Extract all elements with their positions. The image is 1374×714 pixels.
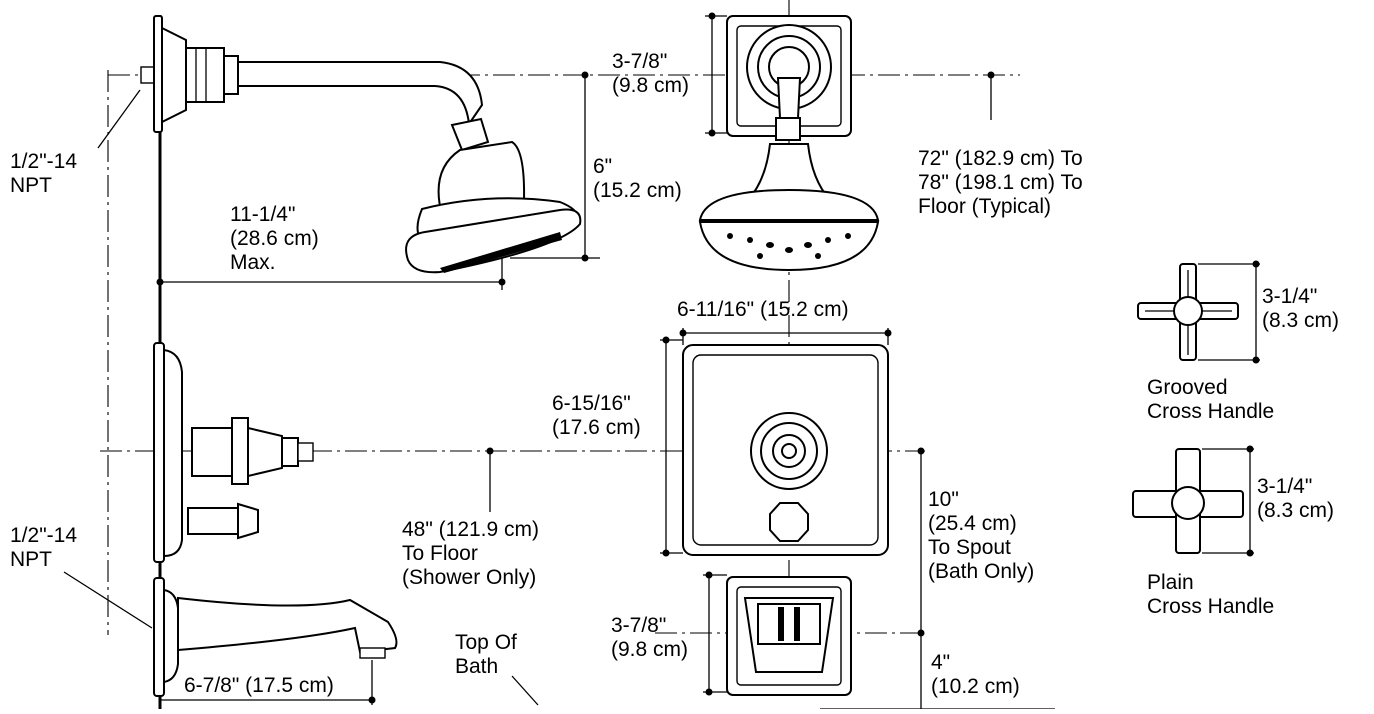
plain-handle-name-label: Plain Cross Handle xyxy=(1147,571,1274,619)
label-line: (9.8 cm) xyxy=(612,74,690,97)
label-line: Max. xyxy=(230,251,276,274)
label-line: 10" xyxy=(928,488,959,511)
spout-flange-size-label: 3-7/8" (9.8 cm) xyxy=(611,614,688,662)
top-of-bath-label: Top Of Bath xyxy=(455,631,517,679)
shower-height-label: 72" (182.9 cm) To 78" (198.1 cm) To Floo… xyxy=(918,147,1083,219)
label-line: 6-15/16" xyxy=(552,392,631,415)
shower-side-view xyxy=(140,15,582,274)
label-line: (17.6 cm) xyxy=(552,416,641,439)
label-line: NPT xyxy=(10,174,52,197)
valve-side-view xyxy=(153,342,314,563)
label-line: 3-1/4" xyxy=(1262,285,1318,308)
spout-side-view xyxy=(153,577,398,697)
label-line: NPT xyxy=(10,548,52,571)
label-line: (Shower Only) xyxy=(402,566,537,589)
label-line: (15.2 cm) xyxy=(593,179,682,202)
label-line: 4" xyxy=(931,651,951,674)
grooved-handle-name-label: Grooved Cross Handle xyxy=(1147,376,1274,424)
label-line: Floor (Typical) xyxy=(918,195,1052,218)
label-line: Plain xyxy=(1147,571,1194,594)
spout-above-bath-label: 4" (10.2 cm) xyxy=(931,651,1020,699)
label-line: 3-7/8" xyxy=(611,614,667,637)
label-line: Cross Handle xyxy=(1147,595,1275,618)
label-line: (8.3 cm) xyxy=(1262,309,1340,332)
grooved-handle-size-label: 3-1/4" (8.3 cm) xyxy=(1262,285,1339,333)
valve-plate-height-label: 6-15/16" (17.6 cm) xyxy=(552,392,641,440)
label-line: Grooved xyxy=(1147,376,1228,399)
label-line: (Bath Only) xyxy=(928,560,1035,583)
valve-to-spout-label: 10" (25.4 cm) To Spout (Bath Only) xyxy=(928,488,1034,584)
label-line: (10.2 cm) xyxy=(931,675,1020,698)
label-line: 3-7/8" xyxy=(612,50,668,73)
label-line: Top Of xyxy=(455,631,517,654)
label-line: 3-1/4" xyxy=(1257,475,1313,498)
dimension-dots xyxy=(156,12,1260,704)
grooved-cross-handle xyxy=(1137,263,1239,361)
label-line: 6-11/16" (15.2 cm) xyxy=(677,298,849,321)
label-line: Bath xyxy=(455,655,499,678)
label-line: 6" xyxy=(593,155,613,178)
label-line: 48" (121.9 cm) xyxy=(402,518,540,541)
label-line: To Floor xyxy=(402,542,478,565)
dimension-lines xyxy=(63,15,1260,710)
label-line: 72" (182.9 cm) To xyxy=(918,147,1083,170)
shower-arm-projection-label: 11-1/4" (28.6 cm) Max. xyxy=(230,203,319,275)
label-line: (28.6 cm) xyxy=(230,227,319,250)
plain-cross-handle xyxy=(1132,448,1244,554)
label-line: 6-7/8" (17.5 cm) xyxy=(184,674,334,697)
label-line: 1/2"-14 xyxy=(10,150,77,173)
label-line: 11-1/4" xyxy=(230,203,296,226)
label-line: (8.3 cm) xyxy=(1257,499,1335,522)
spout-inlet-pipe-label: 1/2"-14 NPT xyxy=(10,524,77,572)
spout-front-view xyxy=(726,576,852,696)
valve-front-view xyxy=(682,344,889,556)
shower-drop-label: 6" (15.2 cm) xyxy=(593,155,682,203)
label-line: 78" (198.1 cm) To xyxy=(918,171,1083,194)
label-line: (9.8 cm) xyxy=(611,638,689,661)
shower-front-view xyxy=(698,15,880,272)
valve-height-label: 48" (121.9 cm) To Floor (Shower Only) xyxy=(402,518,539,590)
shower-flange-size-label: 3-7/8" (9.8 cm) xyxy=(612,50,689,98)
spout-projection-label: 6-7/8" (17.5 cm) xyxy=(184,674,334,698)
label-line: (25.4 cm) xyxy=(928,512,1017,535)
valve-plate-width-label: 6-11/16" (15.2 cm) xyxy=(677,298,849,322)
shower-inlet-pipe-label: 1/2"-14 NPT xyxy=(10,150,77,198)
label-line: To Spout xyxy=(928,536,1011,559)
plain-handle-size-label: 3-1/4" (8.3 cm) xyxy=(1257,475,1334,523)
label-line: 1/2"-14 xyxy=(10,524,77,547)
label-line: Cross Handle xyxy=(1147,400,1275,423)
